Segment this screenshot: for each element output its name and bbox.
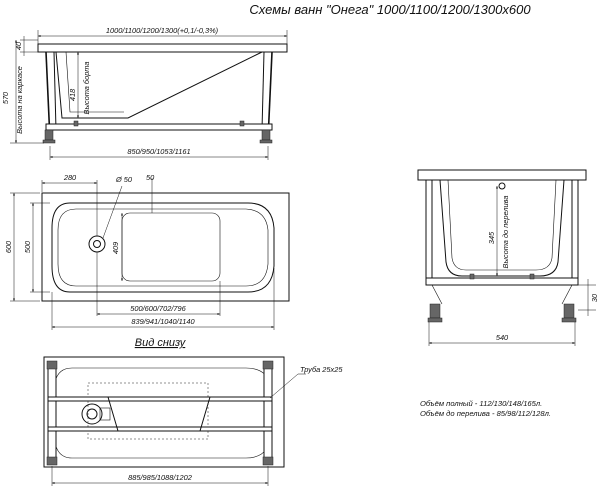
end-tub-profile [439, 179, 565, 277]
tub-rim [37, 43, 288, 53]
width-600-text: 600 [4, 240, 13, 253]
tub-bottom-flat [121, 212, 221, 282]
bottom-foot [262, 456, 274, 466]
bottom-drain-outer [81, 403, 103, 425]
adjustable-foot [44, 129, 54, 141]
frame-width-540-text: 540 [496, 333, 509, 342]
tub-outline-top [41, 192, 290, 302]
width-500-text: 500 [23, 240, 32, 253]
outer-length-text: 839/941/1040/1140 [131, 317, 195, 326]
foot-30-text: 30 [590, 293, 599, 302]
drawing-title: Схемы ванн "Онега" 1000/1100/1200/1300х6… [249, 2, 531, 17]
volume-full-text: Объём полный - 112/130/148/165л. [420, 399, 542, 408]
bottom-foot [46, 456, 58, 466]
drain-diameter-text: Ø 50 [115, 175, 133, 184]
tub-inner-profile [65, 51, 124, 113]
adjustable-foot [563, 303, 575, 319]
side-height-418-text: 418 [68, 88, 77, 101]
side-height-label: Высота борта [82, 62, 91, 115]
overflow-hole [498, 182, 506, 190]
end-frame-leg [425, 179, 433, 279]
end-rim [417, 169, 587, 181]
side-view: 1000/1100/1200/1300(+0,1/-0,3%) 40 570 В… [1, 26, 288, 160]
top-view: 600 500 280 Ø 50 50 409 500/600/702/796 … [4, 173, 290, 330]
overflow-height-345-text: 345 [487, 231, 496, 244]
overflow-height-label: Высота до перелива [501, 196, 510, 269]
frame-pipe [47, 396, 273, 402]
frame-leg-inner [53, 51, 57, 131]
drain-hole-inner [93, 240, 101, 248]
volume-notes: Объём полный - 112/130/148/165л. Объём д… [420, 399, 551, 418]
frame-leg-inner [261, 51, 265, 131]
depth-409-text: 409 [111, 242, 120, 254]
bottom-foot [46, 360, 58, 370]
foot-pad [42, 139, 56, 144]
height-40-text: 40 [14, 41, 23, 50]
bottom-drain-inner [86, 408, 98, 420]
frame-support [529, 273, 535, 280]
frame-bottom-bar [45, 123, 273, 131]
drain-hole-outer [88, 235, 106, 253]
frame-support [73, 120, 79, 127]
tub-inner-rim [57, 208, 269, 287]
frame-brace [107, 396, 119, 432]
tub-inner-outline [51, 202, 275, 293]
frame-length-text: 850/950/1053/1161 [127, 147, 190, 156]
bottom-tub-outline [43, 356, 285, 468]
foot-pad [259, 139, 273, 144]
frame-brace [199, 396, 211, 432]
bottom-view-label: Вид снизу [135, 337, 187, 349]
bottom-frame-leg [263, 367, 273, 461]
bottom-view: Вид снизу Труба 25х25 885/985/1088/1202 [43, 337, 343, 486]
height-570-text: 570 [1, 91, 10, 104]
adjustable-foot [261, 129, 271, 141]
offset-280-text: 280 [63, 173, 77, 182]
inner-length-text: 500/600/702/796 [130, 304, 186, 313]
offset-50-text: 50 [146, 173, 155, 182]
end-view: 345 Высота до перелива 30 540 [417, 169, 599, 346]
bottom-frame-length-text: 885/985/1088/1202 [128, 473, 192, 482]
bottom-foot [262, 360, 274, 370]
tub-body-profile [55, 51, 263, 119]
length-dimension-text: 1000/1100/1200/1300(+0,1/-0,3%) [106, 26, 219, 35]
drain-pipe [99, 407, 111, 421]
frame-brace [431, 284, 443, 305]
frame-support [239, 120, 245, 127]
frame-pipe [47, 426, 273, 432]
drain-leader-line [102, 185, 123, 239]
adjustable-foot [429, 303, 441, 319]
frame-height-label: Высота на каркасе [15, 66, 24, 134]
frame-brace [561, 284, 573, 305]
end-frame-leg [571, 179, 579, 279]
volume-overflow-text: Объём до перелива - 85/98/112/128л. [420, 409, 551, 418]
bottom-frame-leg [47, 367, 57, 461]
foot-pad [561, 317, 577, 323]
end-frame-bar [425, 277, 579, 286]
frame-support [469, 273, 475, 280]
pipe-label-text: Труба 25х25 [300, 365, 343, 374]
end-tub-inner [447, 179, 557, 271]
pipe-leader-line [269, 373, 299, 399]
foot-pad [427, 317, 443, 323]
